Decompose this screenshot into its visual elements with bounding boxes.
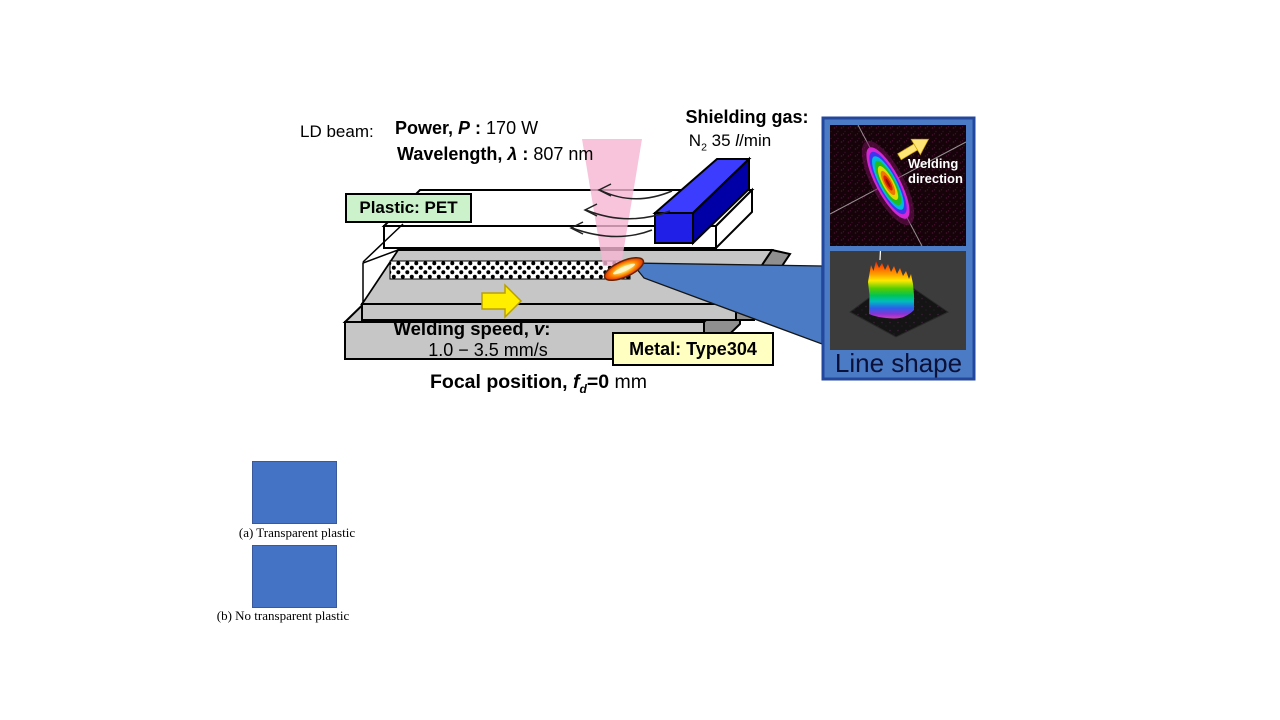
welding-speed-arrow-icon [481, 283, 523, 319]
figure-a-rect [252, 461, 337, 524]
figure-a-label: (a) Transparent plastic [238, 525, 356, 540]
plastic-label-box: Plastic: PET [345, 193, 472, 223]
welding-direction-label: Welding direction [908, 156, 963, 186]
beam-profile-image [830, 125, 966, 246]
intensity-ridge [868, 261, 914, 319]
shielding-gas-value: N2 35 l/min [650, 131, 810, 153]
plastic-plate [381, 187, 755, 251]
welding-speed-label: Welding speed, [393, 318, 534, 339]
welding-direction-line1: Welding [908, 156, 959, 171]
gas-l: l [735, 131, 740, 150]
focal-value: =0 [586, 371, 610, 393]
focal-sub: d [579, 381, 587, 396]
welding-direction-line2: direction [908, 170, 963, 186]
beam-ellipse [861, 140, 915, 226]
wavelength-label: Wavelength, [397, 144, 508, 164]
wavelength-symbol: λ [507, 144, 518, 164]
metal-label-box: Metal: Type304 [612, 332, 774, 366]
power-value: 170 W [486, 118, 539, 138]
plastic-plate-right-face [715, 187, 753, 251]
laser-beam [582, 139, 642, 266]
line-shape-panel [821, 116, 976, 381]
intensity-3d-image [830, 251, 966, 350]
welding-speed-colon: : [544, 318, 551, 339]
weld-seam-strip [389, 260, 631, 280]
power-label: Power, [395, 118, 459, 138]
gas-mid: 35 [706, 131, 736, 150]
gas-nozzle [652, 156, 752, 246]
weld-spot [603, 257, 645, 281]
figure-b-rect [252, 545, 337, 608]
shielding-gas-title: Shielding gas: [685, 107, 809, 127]
power-text: Power, P : 170 W [395, 118, 538, 139]
ld-beam-label: LD beam: [300, 122, 374, 141]
focal-position-text: Focal position, fd=0 mm [430, 371, 647, 396]
gas-n: N [688, 131, 702, 150]
wavelength-text: Wavelength, λ : 807 nm [397, 144, 593, 165]
gas-flow-arrows-icon [569, 183, 673, 238]
metal-left-end-face [361, 248, 400, 305]
focal-symbol: f [573, 371, 580, 393]
welding-speed-value: 1.0 − 3.5 mm/s [428, 340, 548, 360]
figure-b-label: (b) No transparent plastic [216, 608, 350, 623]
focal-label: Focal position, [430, 371, 574, 393]
line-shape-caption: Line shape [834, 348, 963, 378]
wavelength-colon: : [517, 144, 534, 164]
gas-rest: /min [739, 131, 772, 150]
ridge-spike [879, 251, 882, 261]
metal-upper-front-face [361, 303, 737, 321]
nozzle-front-face [654, 212, 694, 244]
welding-speed-text: Welding speed, v: [368, 318, 576, 340]
focal-unit: mm [609, 371, 648, 393]
power-colon: : [470, 118, 487, 138]
welding-direction-arrow-icon [897, 138, 930, 161]
wavelength-value: 807 nm [533, 144, 594, 164]
welding-speed-symbol: v [534, 318, 545, 339]
plastic-label-callout-line [362, 223, 404, 263]
gas-sub: 2 [701, 141, 707, 154]
power-symbol: P [458, 118, 471, 138]
